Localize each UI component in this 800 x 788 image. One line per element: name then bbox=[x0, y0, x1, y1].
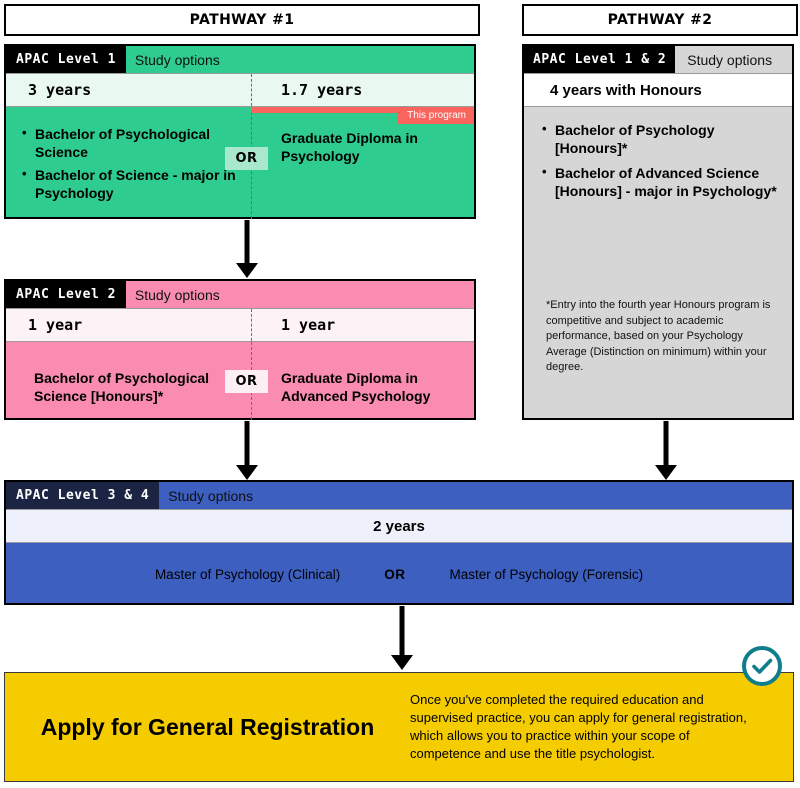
level-1-duration-row: 3 years 1.7 years bbox=[6, 73, 474, 107]
pathway-2-option-list: Bachelor of Psychology [Honours]* Bachel… bbox=[542, 120, 780, 201]
level-34-body: Master of Psychology (Clinical) OR Maste… bbox=[6, 543, 792, 605]
level-2-or-chip: OR bbox=[225, 370, 268, 393]
apac-level-2-block: APAC Level 2 Study options 1 year 1 year… bbox=[4, 279, 476, 420]
level-2-tag: APAC Level 2 bbox=[6, 281, 126, 308]
level-34-study-options-label: Study options bbox=[159, 482, 792, 509]
pathway-2-study-options-label: Study options bbox=[675, 46, 785, 73]
pathway-2-tag: APAC Level 1 & 2 bbox=[524, 46, 676, 73]
pathway-2-years: 4 years with Honours bbox=[550, 81, 702, 99]
check-circle-icon bbox=[741, 645, 783, 687]
level-1-years-left: 3 years bbox=[28, 81, 92, 99]
level-2-option-left: Bachelor of Psychological Science [Honou… bbox=[34, 370, 210, 405]
level-2-years-left: 1 year bbox=[28, 316, 83, 334]
list-item: Bachelor of Science - major in Psycholog… bbox=[22, 165, 243, 203]
level-2-years-divider bbox=[251, 309, 252, 341]
level-2-option-right: Graduate Diploma in Advanced Psychology bbox=[281, 370, 431, 405]
list-item: Bachelor of Psychology [Honours]* bbox=[542, 120, 780, 158]
level-34-duration-row: 2 years bbox=[6, 509, 792, 543]
apac-level-1-block: APAC Level 1 Study options 3 years 1.7 y… bbox=[4, 44, 476, 219]
level-1-options-left: Bachelor of Psychological Science Bachel… bbox=[6, 107, 253, 219]
level-1-option-list: Bachelor of Psychological Science Bachel… bbox=[22, 124, 243, 203]
level-34-header: APAC Level 3 & 4 Study options bbox=[6, 482, 792, 509]
level-1-option-right: Graduate Diploma in Psychology bbox=[281, 130, 418, 165]
level-34-tag: APAC Level 3 & 4 bbox=[6, 482, 160, 509]
apply-registration-banner: Apply for General Registration Once you'… bbox=[4, 672, 794, 782]
level-1-years-right: 1.7 years bbox=[281, 81, 363, 99]
pathway-2-duration-row: 4 years with Honours bbox=[524, 73, 792, 107]
pathway-1-title: PATHWAY #1 bbox=[4, 4, 480, 36]
apac-level-34-block: APAC Level 3 & 4 Study options 2 years M… bbox=[4, 480, 794, 605]
arrow-pathway2-to-level34 bbox=[645, 421, 687, 480]
arrow-level2-to-level34 bbox=[226, 421, 268, 480]
level-1-header: APAC Level 1 Study options bbox=[6, 46, 474, 73]
this-program-strip bbox=[251, 107, 474, 113]
level-1-years-divider bbox=[251, 74, 252, 106]
arrow-level34-to-apply bbox=[381, 606, 423, 670]
arrow-level1-to-level2 bbox=[226, 220, 268, 278]
pathway-2-block: APAC Level 1 & 2 Study options 4 years w… bbox=[522, 44, 794, 420]
this-program-badge: This program bbox=[398, 107, 474, 124]
pathway-2-footnote: *Entry into the fourth year Honours prog… bbox=[546, 299, 771, 374]
apply-headline: Apply for General Registration bbox=[40, 713, 375, 740]
pathway-2-title: PATHWAY #2 bbox=[522, 4, 798, 36]
pathway-1-title-text: PATHWAY #1 bbox=[189, 12, 295, 28]
level-34-option-right: Master of Psychology (Forensic) bbox=[449, 566, 644, 582]
pathway-2-body: Bachelor of Psychology [Honours]* Bachel… bbox=[524, 107, 792, 420]
level-34-or-label: OR bbox=[384, 566, 406, 582]
level-1-study-options-label: Study options bbox=[125, 46, 474, 73]
level-2-header: APAC Level 2 Study options bbox=[6, 281, 474, 308]
level-2-years-right: 1 year bbox=[281, 316, 336, 334]
level-1-body: This program Bachelor of Psychological S… bbox=[6, 107, 474, 219]
level-34-years: 2 years bbox=[373, 517, 425, 535]
level-1-tag: APAC Level 1 bbox=[6, 46, 126, 73]
level-34-option-left: Master of Psychology (Clinical) bbox=[154, 566, 341, 582]
level-2-study-options-label: Study options bbox=[125, 281, 474, 308]
pathway-2-header: APAC Level 1 & 2 Study options bbox=[524, 46, 792, 73]
list-item: Bachelor of Psychological Science bbox=[22, 124, 243, 162]
level-2-duration-row: 1 year 1 year bbox=[6, 308, 474, 342]
level-2-body: Bachelor of Psychological Science [Honou… bbox=[6, 342, 474, 420]
apply-description: Once you've completed the required educa… bbox=[410, 691, 747, 762]
list-item: Bachelor of Advanced Science [Honours] -… bbox=[542, 163, 780, 201]
pathway-2-title-text: PATHWAY #2 bbox=[607, 12, 713, 28]
level-1-or-chip: OR bbox=[225, 147, 268, 170]
